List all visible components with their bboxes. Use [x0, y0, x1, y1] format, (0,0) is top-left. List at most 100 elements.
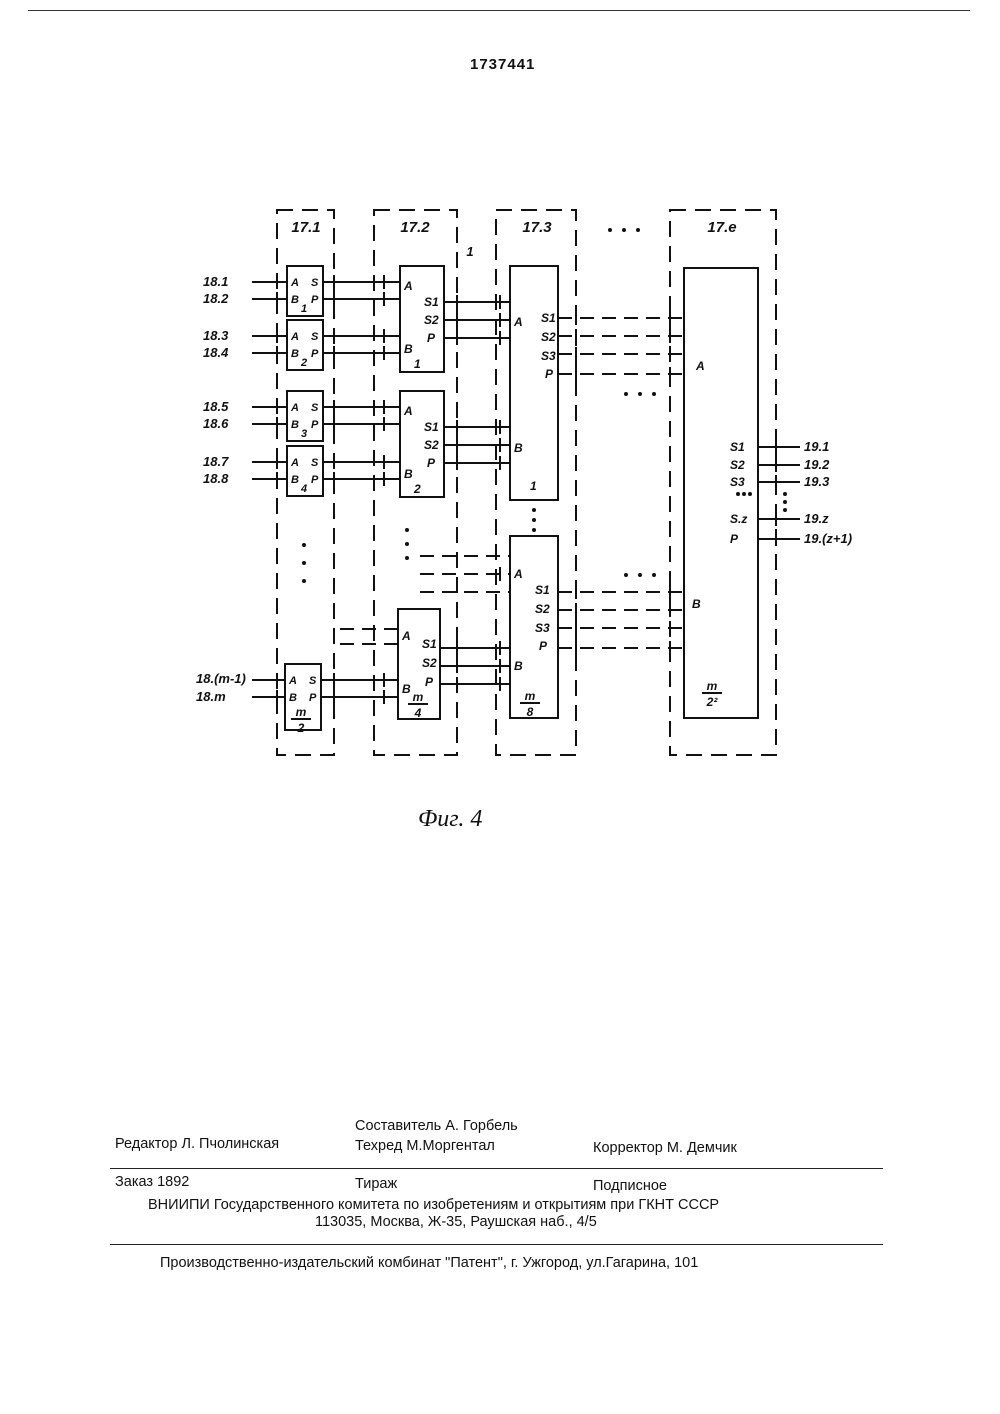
pin-b: B	[404, 467, 413, 481]
block-number: 2	[300, 357, 307, 369]
input-label-18-5: 18.5	[203, 399, 229, 414]
block-fraction-m-4-numerator: m	[413, 690, 424, 704]
pin-a: A	[513, 315, 523, 329]
pin-p: P	[539, 639, 548, 653]
pin-a: A	[290, 277, 299, 289]
pin-s3: S3	[535, 621, 550, 635]
pin-s1: S1	[422, 637, 437, 651]
pin-b: B	[291, 474, 299, 486]
vertical-ellipsis-dot	[532, 518, 536, 522]
pin-s1: S1	[424, 295, 439, 309]
block-number: 3	[301, 428, 307, 440]
pin-s: S	[309, 675, 317, 687]
final-pin-label: P	[730, 532, 739, 546]
vertical-ellipsis-dot	[405, 528, 409, 532]
pin-s2: S2	[541, 330, 556, 344]
adder3-block-1	[510, 266, 558, 500]
imprint-order: Заказ 1892	[115, 1174, 189, 1190]
marker-label: 1	[466, 244, 473, 259]
pin-b: B	[514, 441, 523, 455]
pin-b: B	[402, 682, 411, 696]
pin-s2: S2	[422, 656, 437, 670]
horizontal-ellipsis-dot	[638, 392, 642, 396]
input-label-18-m-1: 18.(m-1)	[196, 671, 246, 686]
pin-a: A	[288, 675, 297, 687]
pin-s1: S1	[535, 583, 550, 597]
group-label-4: 17.e	[707, 219, 736, 236]
imprint-subscription: Подписное	[593, 1178, 667, 1194]
figure-caption: Фиг. 4	[418, 806, 482, 833]
imprint-address: 113035, Москва, Ж-35, Раушская наб., 4/5	[315, 1214, 597, 1230]
horizontal-ellipsis-dot	[652, 573, 656, 577]
pin-s2: S2	[535, 602, 550, 616]
imprint-circulation: Тираж	[355, 1176, 397, 1192]
output-label-19-2: 19.2	[804, 457, 830, 472]
pin-s2: S2	[424, 438, 439, 452]
pin-p: P	[425, 675, 434, 689]
block-fraction-m-2sq-denominator: 2²	[706, 695, 719, 709]
pin-b: B	[291, 294, 299, 306]
horizontal-ellipsis-dot	[624, 392, 628, 396]
pin-b: B	[514, 659, 523, 673]
output-label-19-1: 19.1	[804, 439, 829, 454]
pin-a: A	[290, 402, 299, 414]
output-ellipsis-dot	[742, 492, 746, 496]
vertical-ellipsis-dot	[302, 579, 306, 583]
pin-a: A	[290, 331, 299, 343]
final-pin-label: S2	[730, 458, 745, 472]
pin-s1: S1	[424, 420, 439, 434]
pin-s1: S1	[541, 311, 556, 325]
imprint-rule-2	[110, 1244, 883, 1245]
group-label-3: 17.3	[522, 219, 552, 236]
horizontal-ellipsis-dot	[624, 573, 628, 577]
output-ellipsis-dot	[783, 492, 787, 496]
output-label-19-5: 19.(z+1)	[804, 531, 852, 546]
pin-a: A	[695, 359, 705, 373]
pin-p: P	[311, 294, 319, 306]
input-label-18-1: 18.1	[203, 274, 228, 289]
input-label-18-7: 18.7	[203, 454, 229, 469]
final-adder-block	[684, 268, 758, 718]
pin-p: P	[311, 419, 319, 431]
vertical-ellipsis-dot	[405, 556, 409, 560]
group-label-2: 17.2	[400, 219, 430, 236]
imprint-compiler: Составитель А. Горбель	[355, 1118, 518, 1134]
vertical-ellipsis-dot	[405, 542, 409, 546]
group-ellipsis-dot	[608, 228, 612, 232]
vertical-ellipsis-dot	[302, 561, 306, 565]
group-label-1: 17.1	[291, 219, 320, 236]
block-number: 1	[414, 357, 421, 371]
pin-p: P	[311, 474, 319, 486]
pin-b: B	[291, 419, 299, 431]
output-label-19-3: 19.3	[804, 474, 830, 489]
imprint-corrector: Корректор М. Демчик	[593, 1140, 737, 1156]
pin-s2: S2	[424, 313, 439, 327]
input-label-18-3: 18.3	[203, 328, 229, 343]
imprint-publisher: Производственно-издательский комбинат "П…	[160, 1255, 698, 1271]
output-ellipsis-dot	[783, 500, 787, 504]
block-number: 4	[300, 483, 307, 495]
block-fraction-m-2sq-numerator: m	[707, 679, 718, 693]
pin-s3: S3	[541, 349, 556, 363]
pin-p: P	[545, 367, 554, 381]
input-label-18-m: 18.m	[196, 689, 226, 704]
final-pin-label: S.z	[730, 512, 747, 526]
imprint-editor: Редактор Л. Пчолинская	[115, 1136, 279, 1152]
block-number: 1	[530, 479, 537, 493]
output-ellipsis-dot	[748, 492, 752, 496]
group-ellipsis-dot	[636, 228, 640, 232]
block-number: 1	[301, 303, 307, 315]
imprint-org: ВНИИПИ Государственного комитета по изоб…	[148, 1197, 719, 1213]
input-label-18-4: 18.4	[203, 345, 229, 360]
pin-b: B	[291, 348, 299, 360]
pin-b: B	[692, 597, 701, 611]
imprint-techred: Техред М.Моргентал	[355, 1138, 495, 1154]
pin-p: P	[311, 348, 319, 360]
imprint-rule-1	[110, 1168, 883, 1169]
horizontal-ellipsis-dot	[638, 573, 642, 577]
vertical-ellipsis-dot	[532, 508, 536, 512]
group-ellipsis-dot	[622, 228, 626, 232]
pin-a: A	[403, 404, 413, 418]
block-fraction-m-4-denominator: 4	[414, 706, 422, 720]
pin-s: S	[311, 277, 319, 289]
